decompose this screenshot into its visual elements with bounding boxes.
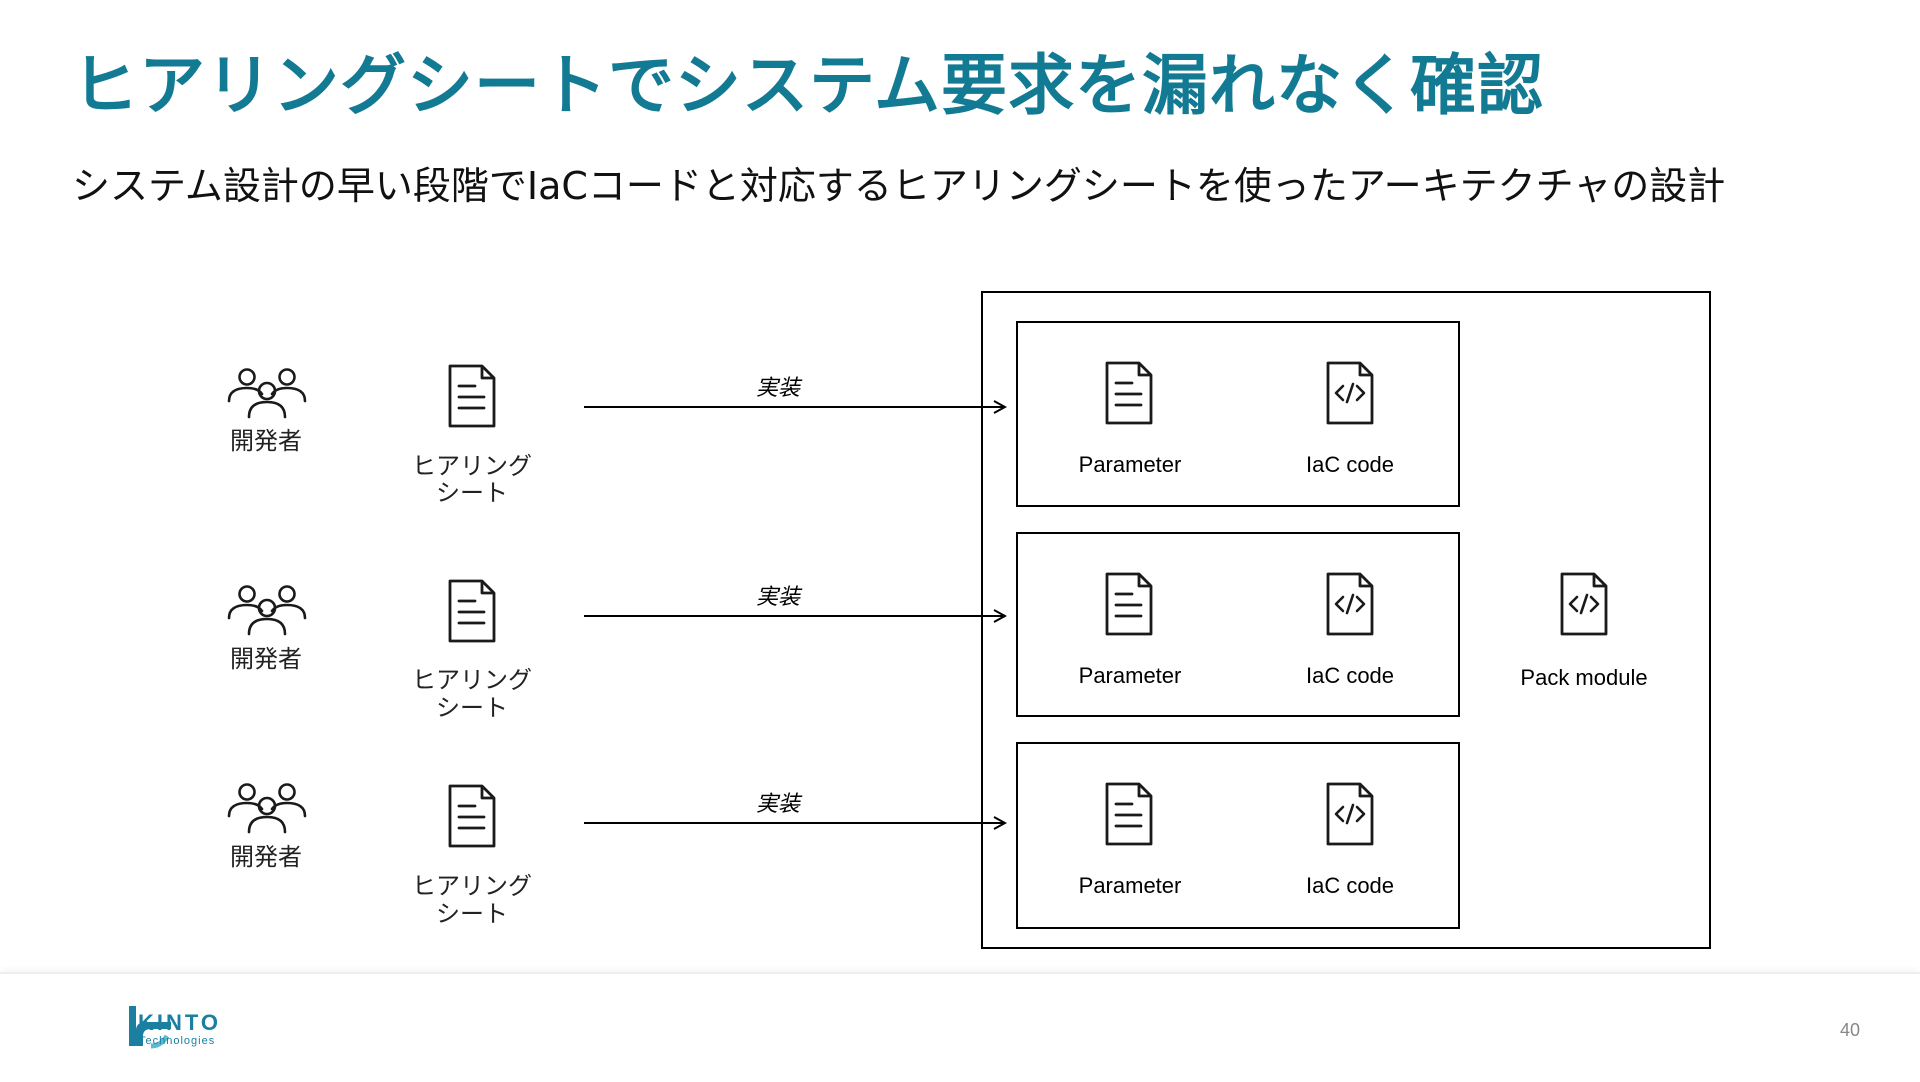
developer-label: 開発者 [230, 645, 302, 673]
arrow-label: 実装 [756, 376, 803, 401]
document-icon [448, 579, 496, 643]
arrow-label: 実装 [756, 585, 803, 610]
sheet-label-line2: シート [436, 694, 508, 722]
parameter-label: Parameter [1079, 663, 1182, 688]
kinto-logo-icon [129, 1006, 171, 1049]
parameter-label: Parameter [1079, 873, 1182, 898]
pack-module-label: Pack module [1520, 665, 1647, 690]
document-icon [1105, 361, 1153, 425]
sheet-label-line1: ヒアリング [412, 872, 532, 900]
document-icon [1105, 782, 1153, 846]
sheet-label-line2: シート [436, 479, 508, 507]
pack-module: Pack module [1520, 572, 1648, 690]
document-icon [448, 364, 496, 428]
code-file-icon [1326, 572, 1374, 636]
arrow-label: 実装 [756, 792, 803, 817]
slide-title: ヒアリングシートでシステム要求を漏れなく確認 [72, 47, 1545, 124]
code-label: IaC code [1306, 873, 1394, 898]
module-box [1016, 742, 1460, 929]
sheet-label-line1: ヒアリング [412, 666, 532, 694]
slide-subtitle: システム設計の早い段階でIaCコードと対応するヒアリングシートを使ったアーキテク… [72, 164, 1726, 208]
code-file-icon [1560, 572, 1608, 636]
page-number: 40 [1839, 1020, 1860, 1040]
sheet-label-line1: ヒアリング [412, 452, 532, 480]
developer-label: 開発者 [230, 427, 302, 455]
code-file-icon [1326, 361, 1374, 425]
diagram-row: 開発者 ヒアリング シート 実装 Parameter IaC code [227, 742, 1460, 929]
code-label: IaC code [1306, 452, 1394, 477]
module-box [1016, 321, 1460, 507]
diagram-row: 開発者 ヒアリング シート 実装 Parameter IaC code [227, 532, 1460, 722]
document-icon [448, 784, 496, 848]
logo-name: KINTO [138, 1010, 222, 1035]
code-file-icon [1326, 782, 1374, 846]
architecture-diagram: Pack module 開発者 ヒアリング シート 実装 Parameter I… [227, 291, 1711, 949]
logo-subtitle: Technologies [139, 1035, 216, 1047]
sheet-label-line2: シート [436, 900, 508, 928]
users-icon [227, 783, 307, 834]
users-icon [227, 368, 307, 419]
document-icon [1105, 572, 1153, 636]
slide-footer [0, 972, 1920, 1082]
module-box [1016, 532, 1460, 717]
code-label: IaC code [1306, 663, 1394, 688]
users-icon [227, 585, 307, 636]
pack-container [981, 291, 1711, 949]
parameter-label: Parameter [1079, 452, 1182, 477]
diagram-row: 開発者 ヒアリング シート 実装 Parameter IaC code [227, 321, 1460, 507]
developer-label: 開発者 [230, 843, 302, 871]
